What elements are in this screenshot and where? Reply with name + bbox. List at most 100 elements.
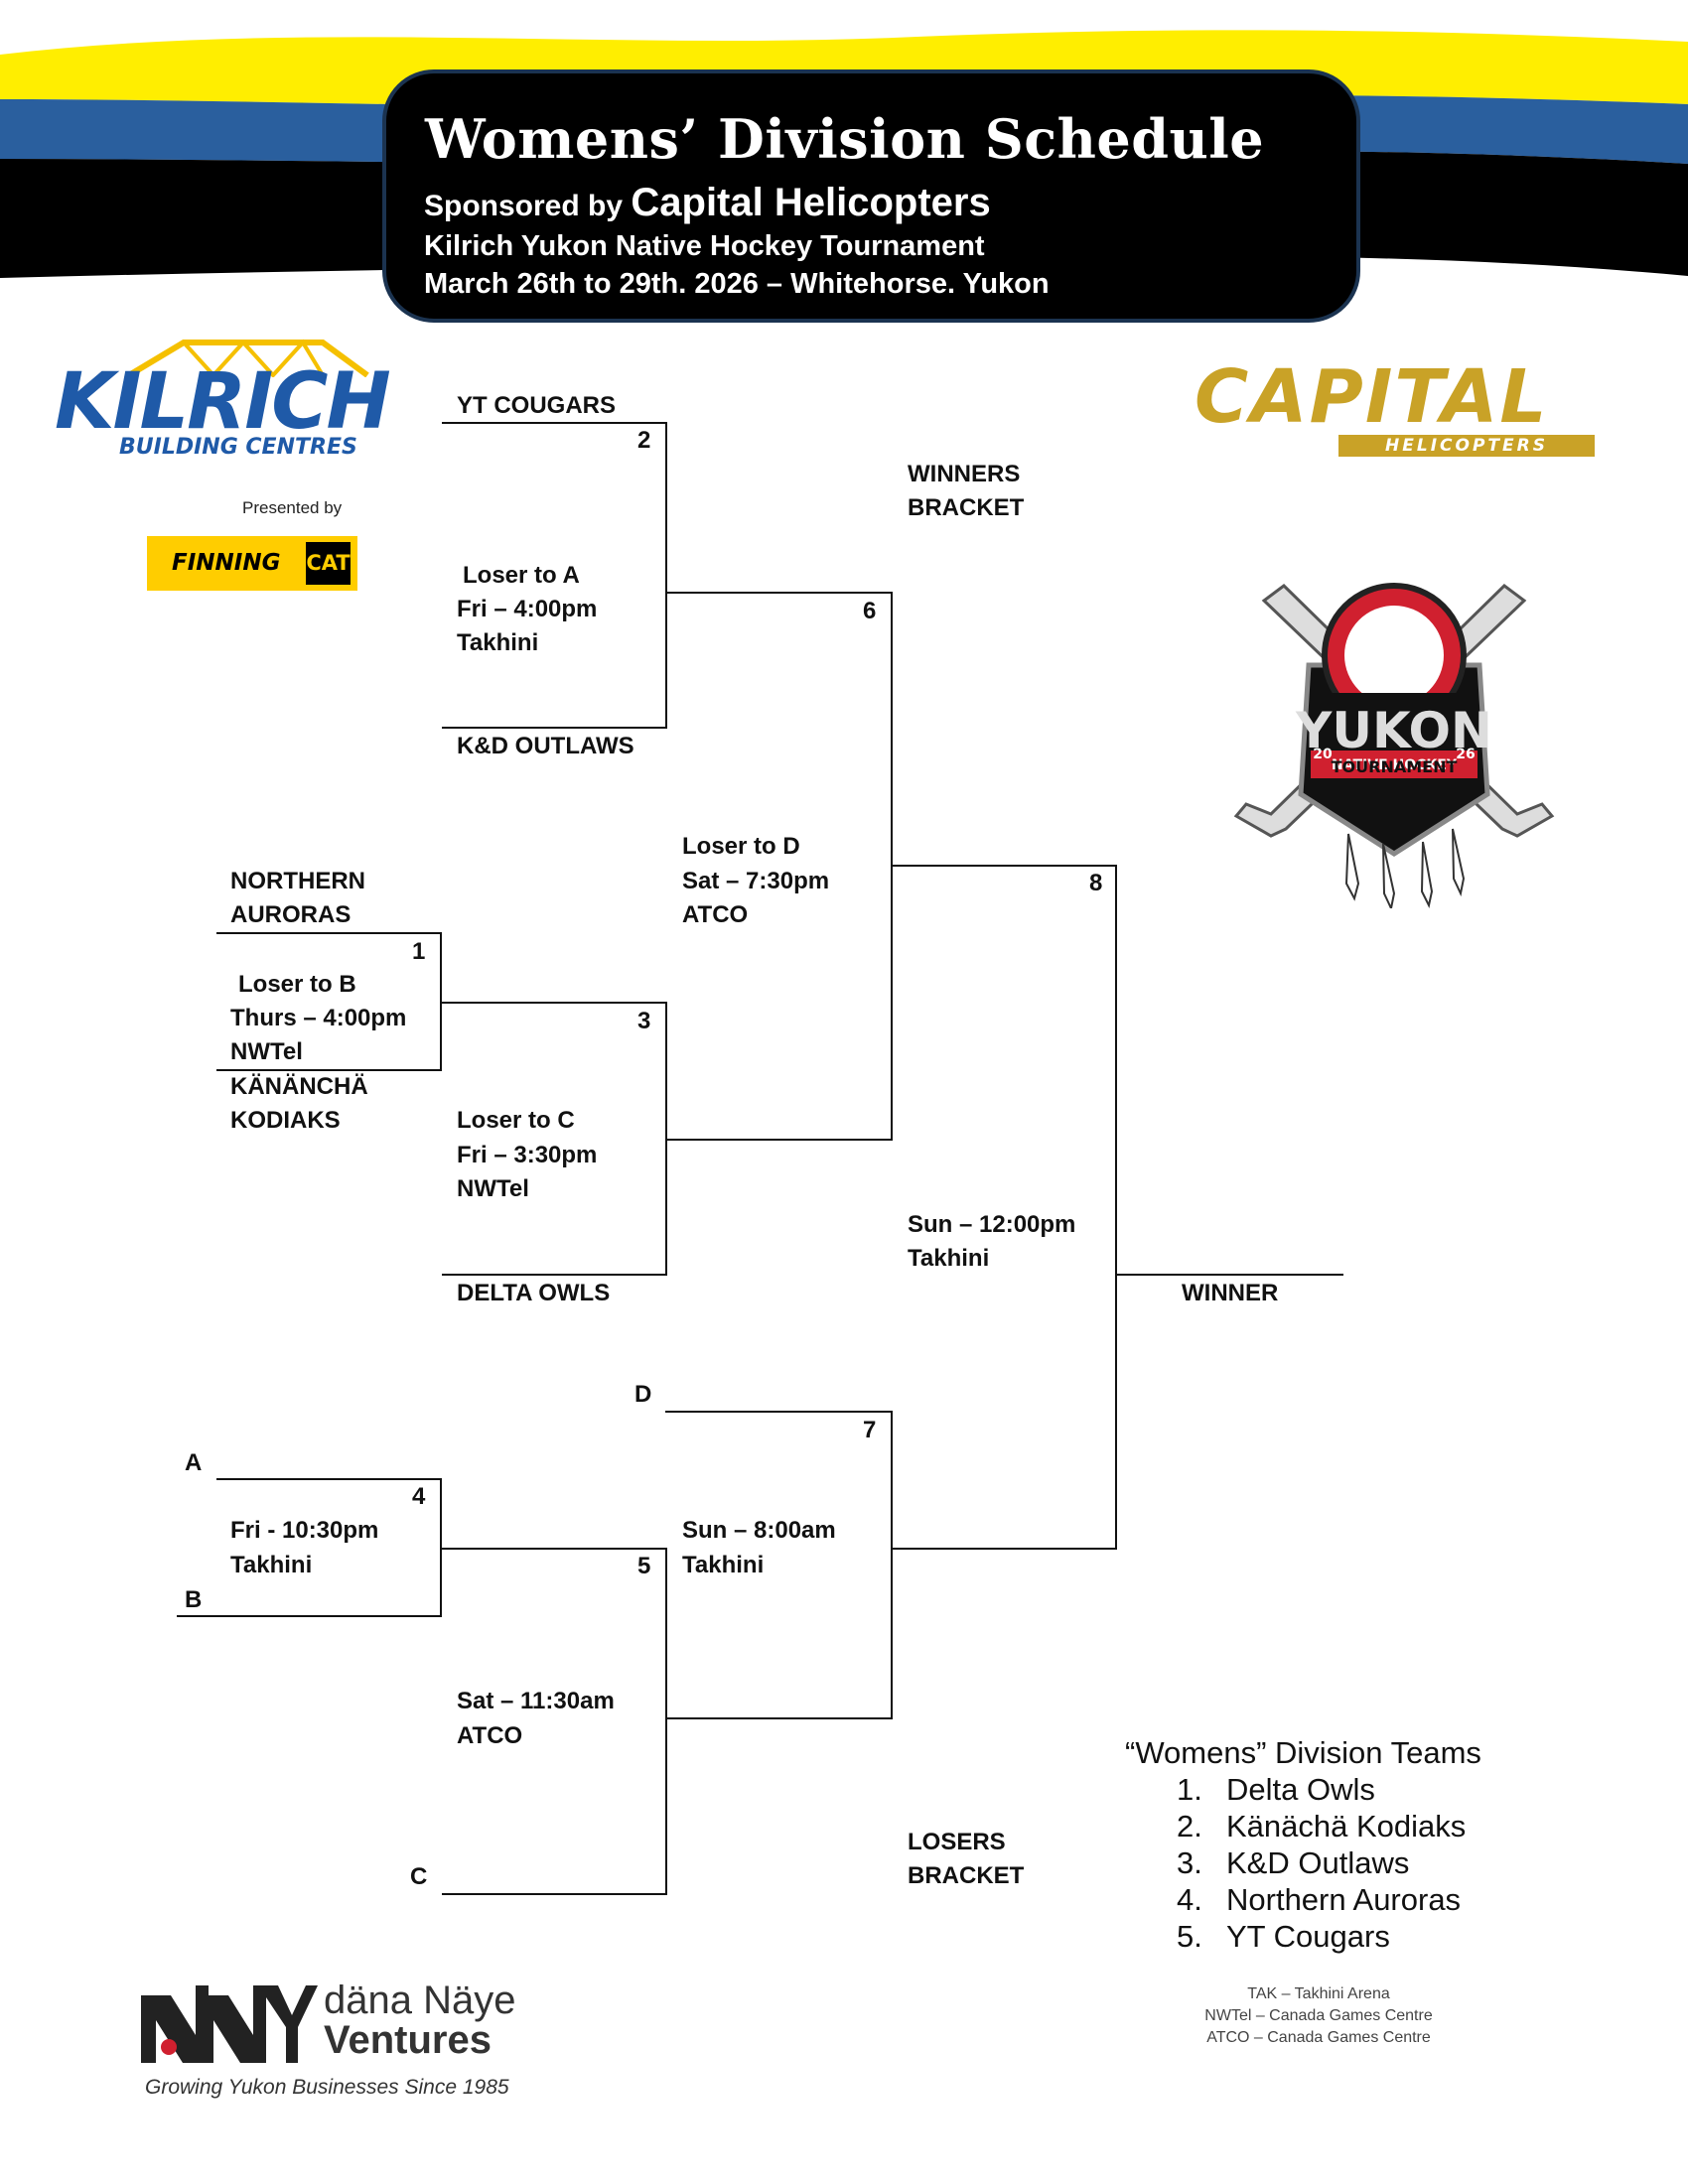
game-6-loser: Loser to D (682, 833, 800, 860)
dana-naye-tagline: Growing Yukon Businesses Since 1985 (145, 2076, 509, 2099)
g8-right-line (1115, 865, 1117, 1550)
game-4-time: Fri - 10:30pm (230, 1517, 379, 1544)
game-1-loser: Loser to B (238, 971, 356, 998)
game-3-loser: Loser to C (457, 1107, 575, 1134)
game-8-time: Sun – 12:00pm (908, 1211, 1076, 1238)
sponsored-prefix: Sponsored by (424, 190, 624, 222)
venue-key-line: TAK – Takhini Arena (1247, 1985, 1390, 2002)
game-2-time: Fri – 4:00pm (457, 596, 598, 622)
svg-text:20: 20 (1313, 747, 1333, 762)
g4-bottom-line (177, 1615, 442, 1617)
g7-right-line (891, 1411, 893, 1719)
team-list-item: 4.Northern Auroras (1177, 1882, 1462, 1917)
dana-naye-ventures: Ventures (324, 2018, 492, 2062)
winner-label: WINNER (1182, 1280, 1279, 1306)
team-list-item: 5.YT Cougars (1177, 1919, 1390, 1954)
losers-bracket-label-1: LOSERS (908, 1829, 1006, 1855)
cat-wordmark: CAT (306, 542, 351, 585)
team-northern-2: AURORAS (230, 901, 352, 928)
kilrich-logo: KILRICH BUILDING CENTRES (55, 328, 391, 467)
team-kodiaks-2: KODIAKS (230, 1107, 341, 1134)
g5-out-line (665, 1717, 893, 1719)
slot-a-label: A (185, 1449, 203, 1476)
g3-bottom-line (442, 1274, 667, 1276)
game-1-time: Thurs – 4:00pm (230, 1005, 407, 1031)
tournament-name: Kilrich Yukon Native Hockey Tournament (424, 230, 985, 262)
losers-bracket-label-2: BRACKET (908, 1862, 1025, 1889)
dna-mark-icon (141, 1985, 318, 2063)
game-6-time: Sat – 7:30pm (682, 868, 830, 894)
game-7-venue: Takhini (682, 1552, 765, 1578)
g4-top-line (216, 1478, 442, 1480)
g8-top-line (891, 865, 1117, 867)
tournament-dates: March 26th to 29th. 2026 – Whitehorse. Y… (424, 268, 1050, 300)
team-yt-cougars: YT COUGARS (457, 392, 617, 419)
team-list-title: “Womens” Division Teams (1125, 1735, 1481, 1770)
kilrich-wordmark: KILRICH (55, 357, 391, 447)
team-list-item: 3.K&D Outlaws (1177, 1845, 1410, 1880)
g1-top-line (216, 932, 442, 934)
g5-bottom-line (442, 1893, 667, 1895)
header-panel (382, 69, 1360, 323)
game-8-venue: Takhini (908, 1245, 990, 1272)
team-list-item: 1.Delta Owls (1177, 1772, 1375, 1807)
g3-right-line (665, 1002, 667, 1276)
g2-bottom-line (442, 727, 667, 729)
dana-naye-name: däna Näye (324, 1979, 516, 2022)
capital-sub-bar: HELICOPTERS (1338, 435, 1595, 457)
g5-right-line (665, 1548, 667, 1895)
slot-d-label: D (634, 1381, 652, 1408)
g2-top-line (442, 422, 667, 424)
finning-wordmark: FINNING (172, 550, 281, 576)
g3-top-line (440, 1002, 667, 1004)
g3-out-line (665, 1139, 893, 1141)
svg-text:YUKON: YUKON (1295, 702, 1492, 759)
game-1-venue: NWTel (230, 1038, 303, 1065)
game-4-venue: Takhini (230, 1552, 313, 1578)
game-2-number: 2 (637, 427, 651, 454)
capital-helicopters-logo: CAPITAL HELICOPTERS (1195, 354, 1597, 462)
svg-text:26: 26 (1456, 747, 1475, 762)
svg-text:TOURNAMENT: TOURNAMENT (1332, 757, 1458, 776)
kilrich-roof-icon (127, 339, 369, 377)
game-8-number: 8 (1089, 870, 1103, 896)
presented-by: Presented by (242, 498, 343, 517)
slot-c-label: C (410, 1863, 428, 1890)
venue-key-line: NWTel – Canada Games Centre (1204, 2007, 1433, 2024)
svg-text:NATIVE HOCKEY: NATIVE HOCKEY (1332, 757, 1458, 773)
g5-top-line (440, 1548, 667, 1550)
slot-b-label: B (185, 1586, 203, 1613)
game-3-time: Fri – 3:30pm (457, 1142, 598, 1168)
g6-top-line (665, 592, 893, 594)
venue-key-line: ATCO – Canada Games Centre (1206, 2029, 1431, 2046)
team-delta-owls: DELTA OWLS (457, 1280, 611, 1306)
team-list-item: 2.Känächä Kodiaks (1177, 1809, 1467, 1843)
winners-bracket-label-1: WINNERS (908, 461, 1021, 487)
game-4-number: 4 (412, 1483, 426, 1510)
sponsor-line: Sponsored by Capital Helicopters (424, 181, 991, 225)
g1-bottom-line (216, 1069, 442, 1071)
game-1-number: 1 (412, 938, 426, 965)
game-5-time: Sat – 11:30am (457, 1688, 615, 1714)
game-6-number: 6 (863, 598, 877, 624)
game-2-loser: Loser to A (463, 562, 580, 589)
game-6-venue: ATCO (682, 901, 749, 928)
page-title: Womens’ Division Schedule (425, 107, 1265, 171)
sponsor-name: Capital Helicopters (631, 181, 991, 224)
game-7-number: 7 (863, 1417, 877, 1443)
game-5-number: 5 (637, 1553, 651, 1579)
game-7-time: Sun – 8:00am (682, 1517, 836, 1544)
game-3-number: 3 (637, 1008, 651, 1034)
g7-top-line (665, 1411, 893, 1413)
team-kd-outlaws: K&D OUTLAWS (457, 733, 634, 759)
yukon-tournament-crest-icon: YUKON NATIVE HOCKEY TOURNAMENT 20 26 (1233, 583, 1555, 908)
capital-tagline: HELICOPTERS (1385, 436, 1548, 456)
game-3-venue: NWTel (457, 1175, 529, 1202)
kilrich-tagline: BUILDING CENTRES (119, 435, 357, 460)
game-5-venue: ATCO (457, 1722, 523, 1749)
capital-wordmark: CAPITAL (1195, 354, 1549, 440)
team-northern-1: NORTHERN (230, 868, 365, 894)
winners-bracket-label-2: BRACKET (908, 494, 1025, 521)
team-kodiaks-1: KÄNÄNCHÄ (230, 1073, 368, 1100)
finning-cat-logo: FINNING CAT (147, 536, 357, 591)
